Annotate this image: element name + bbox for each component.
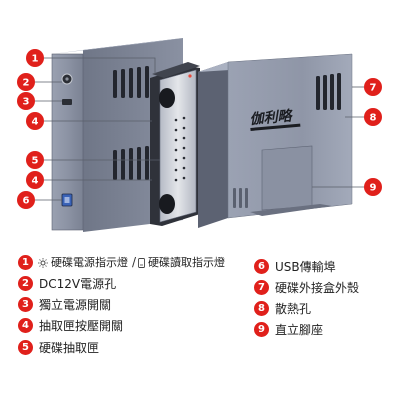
svg-text:1: 1 [32,54,39,65]
right-enclosure-front [198,62,228,228]
svg-text:5: 5 [32,156,39,167]
legend-item-3: 3 獨立電源開關 [18,294,111,314]
product-illustration: 1 2 3 4 5 4 6 7 8 9 伽利略 [17,38,382,232]
legend-label: 抽取匣按壓開關 [39,318,124,333]
leader-lines [35,57,365,201]
legend-number: 3 [18,296,33,312]
legend-number: 9 [254,321,269,337]
callout-4: 4 [26,112,44,130]
legend-number: 5 [18,339,33,355]
callout-6: 6 [17,191,35,209]
legend-item-7: 7 硬碟外接盒外殼 [254,277,359,297]
svg-text:4: 4 [32,176,39,187]
legend-item-5: 5 硬碟抽取匣 [18,337,99,357]
legend-item-1: 1 硬碟電源指示燈 / 硬碟讀取指示燈 [18,252,225,272]
sun-light-icon [38,253,48,272]
legend-number: 8 [254,300,269,316]
legend-label: 硬碟外接盒外殼 [275,280,360,295]
callout-4b: 4 [26,171,44,189]
legend-number: 6 [254,258,269,274]
svg-text:8: 8 [370,113,377,124]
legend-number: 7 [254,279,269,295]
tray-top-handle [152,62,200,78]
legend-label: USB傳輸埠 [275,259,336,274]
legend-item-4: 4 抽取匣按壓開關 [18,315,123,335]
legend-number: 1 [18,254,33,270]
power-switch [62,99,72,105]
legend-label: 硬碟電源指示燈 [51,256,128,269]
drive-tray [150,62,200,226]
left-vent-slots-bottom [113,146,149,180]
legend-number: 4 [18,317,33,333]
callout-3: 3 [17,92,35,110]
svg-text:6: 6 [23,196,30,207]
legend-label: 直立腳座 [275,322,324,337]
brand-logo: 伽利略 [249,107,301,131]
svg-text:7: 7 [370,83,377,94]
right-vent-slots [316,73,341,110]
tray-led-indicator [188,74,192,78]
legend-item-2: 2 DC12V電源孔 [18,273,116,293]
legend-label: 硬碟抽取匣 [39,340,100,355]
svg-text:3: 3 [23,97,30,108]
legend-label: 硬碟讀取指示燈 [148,256,226,269]
right-enclosure [198,53,353,228]
callout-7: 7 [364,78,382,96]
callout-2: 2 [17,73,35,91]
callout-5: 5 [26,151,44,169]
legend-label: 散熱孔 [275,301,312,316]
tray-led-dots [174,116,186,182]
legend-number: 2 [18,275,33,291]
right-enclosure-side [227,53,353,219]
legend-separator: / [132,255,137,269]
legend-label: DC12V電源孔 [39,276,117,291]
hdd-icon [138,253,145,272]
left-vent-slots-top [113,66,149,98]
legend-item-6: 6 USB傳輸埠 [254,256,336,276]
callout-8: 8 [364,108,382,126]
legend-item-8: 8 散熱孔 [254,298,311,318]
svg-text:4: 4 [32,117,39,128]
svg-text:2: 2 [23,78,30,89]
right-vent-slots-bottom [233,188,248,208]
legend-item-9: 9 直立腳座 [254,319,323,339]
svg-text:伽利略: 伽利略 [249,107,294,128]
callout-9: 9 [364,178,382,196]
legend-label: 獨立電源開關 [39,297,112,312]
callout-1: 1 [26,49,44,67]
left-enclosure-top [52,38,183,54]
stand [250,145,332,216]
svg-text:9: 9 [370,183,377,194]
